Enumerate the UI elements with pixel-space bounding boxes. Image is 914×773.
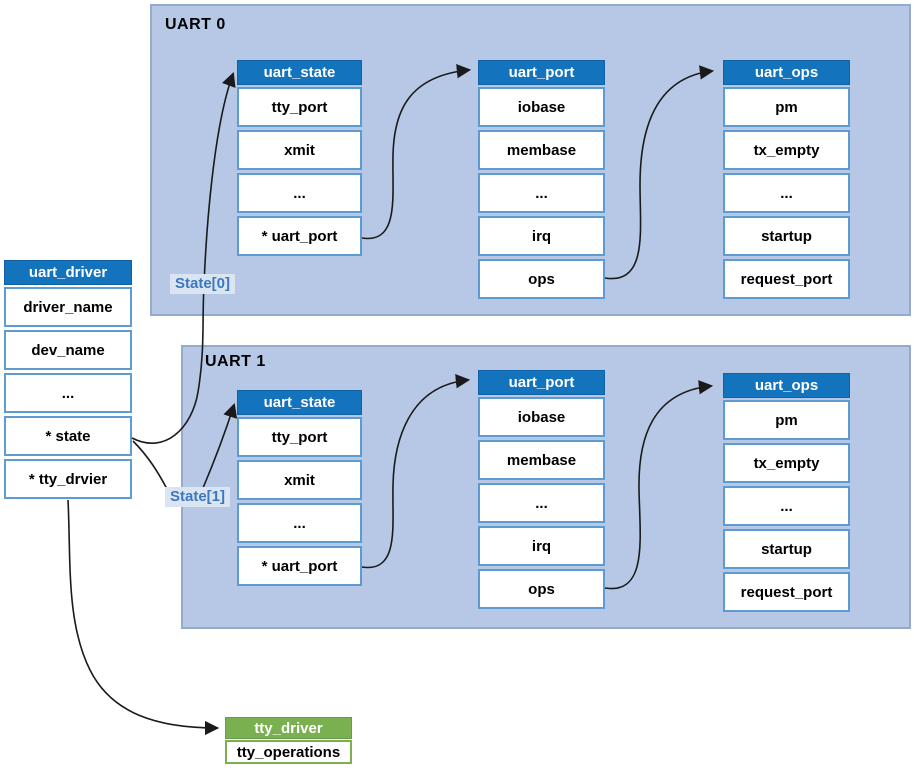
uart-driver-struct: uart_driver driver_name dev_name ... * s… xyxy=(4,260,132,502)
uart0-uart-ops-row-ellipsis: ... xyxy=(723,173,850,213)
tty-driver-row-tty-operations: tty_operations xyxy=(225,740,352,764)
uart-driver-struct-title: uart_driver xyxy=(4,260,132,285)
uart1-uart-state-row-uart-port-pointer: * uart_port xyxy=(237,546,362,586)
uart0-uart-ops-row-request-port: request_port xyxy=(723,259,850,299)
uart-driver-row-tty-driver-pointer: * tty_drvier xyxy=(4,459,132,499)
uart1-uart-state-row-xmit: xmit xyxy=(237,460,362,500)
uart1-uart-ops-struct: uart_ops pm tx_empty ... startup request… xyxy=(723,373,850,615)
uart0-uart-port-row-iobase: iobase xyxy=(478,87,605,127)
uart0-uart-port-row-ellipsis: ... xyxy=(478,173,605,213)
state0-label: State[0] xyxy=(170,274,236,294)
uart0-uart-state-row-ellipsis: ... xyxy=(237,173,362,213)
uart0-uart-ops-struct: uart_ops pm tx_empty ... startup request… xyxy=(723,60,850,302)
uart0-uart-port-title: uart_port xyxy=(478,60,605,85)
uart0-uart-ops-title: uart_ops xyxy=(723,60,850,85)
uart1-uart-port-row-ops: ops xyxy=(478,569,605,609)
uart1-uart-state-struct: uart_state tty_port xmit ... * uart_port xyxy=(237,390,362,589)
uart0-uart-ops-row-startup: startup xyxy=(723,216,850,256)
line-state-to-state1-label xyxy=(132,440,168,490)
uart1-uart-port-row-iobase: iobase xyxy=(478,397,605,437)
uart-driver-row-ellipsis: ... xyxy=(4,373,132,413)
uart1-uart-state-row-ellipsis: ... xyxy=(237,503,362,543)
tty-driver-struct: tty_driver tty_operations xyxy=(225,717,352,764)
state1-label: State[1] xyxy=(165,487,231,507)
uart0-uart-state-title: uart_state xyxy=(237,60,362,85)
uart1-uart-ops-row-startup: startup xyxy=(723,529,850,569)
uart-driver-row-state-pointer: * state xyxy=(4,416,132,456)
uart1-uart-state-row-tty-port: tty_port xyxy=(237,417,362,457)
uart0-uart-port-row-ops: ops xyxy=(478,259,605,299)
uart0-uart-ops-row-pm: pm xyxy=(723,87,850,127)
uart0-uart-port-row-membase: membase xyxy=(478,130,605,170)
uart0-uart-port-row-irq: irq xyxy=(478,216,605,256)
uart1-uart-port-title: uart_port xyxy=(478,370,605,395)
uart1-uart-port-row-irq: irq xyxy=(478,526,605,566)
uart1-uart-state-title: uart_state xyxy=(237,390,362,415)
uart0-uart-state-row-uart-port-pointer: * uart_port xyxy=(237,216,362,256)
uart1-uart-ops-row-pm: pm xyxy=(723,400,850,440)
uart1-uart-ops-row-ellipsis: ... xyxy=(723,486,850,526)
uart0-uart-port-struct: uart_port iobase membase ... irq ops xyxy=(478,60,605,302)
tty-driver-struct-title: tty_driver xyxy=(225,717,352,739)
uart0-uart-state-row-tty-port: tty_port xyxy=(237,87,362,127)
uart1-uart-port-row-membase: membase xyxy=(478,440,605,480)
uart0-group-label: UART 0 xyxy=(165,16,226,33)
uart0-uart-state-struct: uart_state tty_port xmit ... * uart_port xyxy=(237,60,362,259)
uart1-uart-port-struct: uart_port iobase membase ... irq ops xyxy=(478,370,605,612)
uart0-uart-ops-row-tx-empty: tx_empty xyxy=(723,130,850,170)
uart-driver-row-driver-name: driver_name xyxy=(4,287,132,327)
uart-driver-row-dev-name: dev_name xyxy=(4,330,132,370)
uart0-uart-state-row-xmit: xmit xyxy=(237,130,362,170)
uart1-uart-ops-title: uart_ops xyxy=(723,373,850,398)
uart1-uart-ops-row-request-port: request_port xyxy=(723,572,850,612)
uart1-uart-ops-row-tx-empty: tx_empty xyxy=(723,443,850,483)
uart1-group-label: UART 1 xyxy=(205,353,266,370)
uart1-uart-port-row-ellipsis: ... xyxy=(478,483,605,523)
